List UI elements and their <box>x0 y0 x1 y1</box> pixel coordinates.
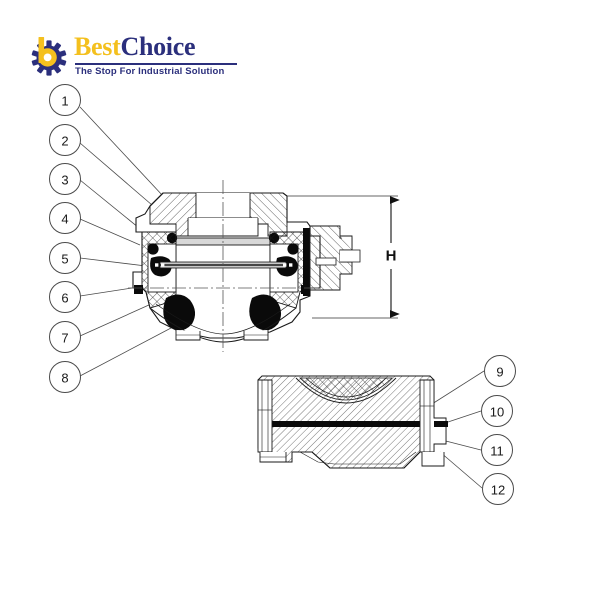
callout-9[interactable]: 9 <box>484 355 516 387</box>
gasket-band <box>303 228 310 296</box>
callout-11-label: 11 <box>490 444 504 459</box>
logo-wordmark: BestChoice <box>74 33 239 61</box>
callout-4[interactable]: 4 <box>49 202 81 234</box>
callout-9-label: 9 <box>496 365 503 380</box>
logo-word-best: Best <box>74 32 121 61</box>
callout-7[interactable]: 7 <box>49 321 81 353</box>
callout-10-label: 10 <box>490 405 504 420</box>
lower-section-view <box>257 375 448 469</box>
leader-lines-right <box>431 370 485 489</box>
brand-logo: BestChoice The Stop For Industrial Solut… <box>28 33 238 83</box>
callout-4-label: 4 <box>61 212 68 227</box>
lower-seal <box>163 294 196 331</box>
callout-8-label: 8 <box>61 371 68 386</box>
callout-12[interactable]: 12 <box>482 473 514 505</box>
callout-11[interactable]: 11 <box>481 434 513 466</box>
callout-7-label: 7 <box>61 331 68 346</box>
ball-element <box>276 256 298 277</box>
callout-3[interactable]: 3 <box>49 163 81 195</box>
callout-12-label: 12 <box>491 483 505 498</box>
callouts-right-group: 9 10 11 12 <box>481 355 516 505</box>
lower-seal <box>249 294 282 331</box>
logo-tagline: The Stop For Industrial Solution <box>75 66 225 77</box>
callout-1-label: 1 <box>61 94 68 109</box>
ball-element <box>287 243 299 255</box>
callout-1[interactable]: 1 <box>49 84 81 116</box>
callout-3-label: 3 <box>61 173 68 188</box>
callout-5-label: 5 <box>61 252 68 267</box>
dimension-h-label: H <box>386 248 397 265</box>
callout-10[interactable]: 10 <box>481 395 513 427</box>
parting-band <box>258 421 446 427</box>
ball-element <box>147 243 159 255</box>
callout-5[interactable]: 5 <box>49 242 81 274</box>
callout-2[interactable]: 2 <box>49 124 81 156</box>
callouts-left-group: 1 2 3 4 5 6 7 <box>49 84 81 393</box>
callout-6[interactable]: 6 <box>49 281 81 313</box>
logo-word-choice: Choice <box>120 32 196 61</box>
callout-8[interactable]: 8 <box>49 361 81 393</box>
callout-6-label: 6 <box>61 291 68 306</box>
dimension-h: H <box>287 195 404 319</box>
callout-2-label: 2 <box>61 134 68 149</box>
gear-with-b-icon <box>28 35 70 77</box>
logo-divider <box>75 63 237 65</box>
upper-cross-section-view <box>128 180 361 352</box>
